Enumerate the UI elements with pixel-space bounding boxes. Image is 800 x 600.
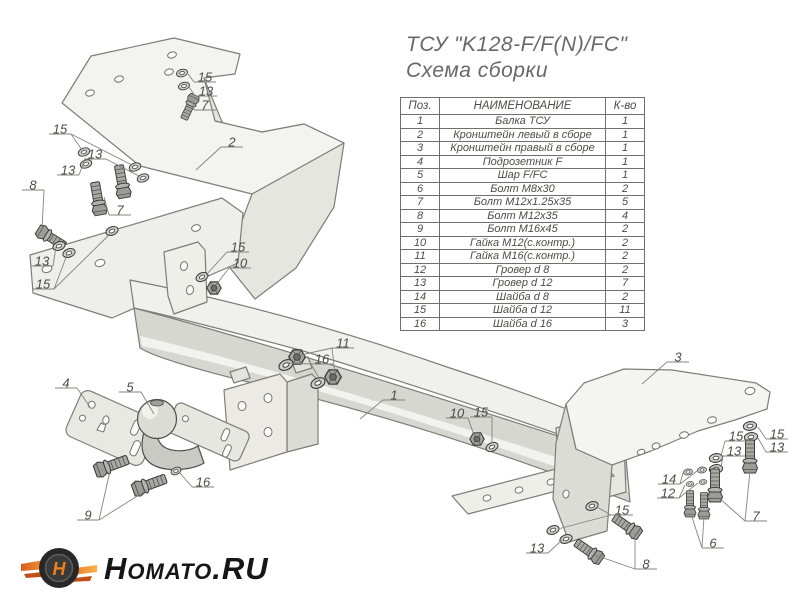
logo: H Homato.RU [20, 544, 269, 594]
bolt-icon [86, 180, 109, 217]
callout-label: 15 [615, 503, 630, 518]
callout-label: 8 [642, 557, 650, 572]
column-header: Поз. [400, 97, 440, 115]
washer-icon [682, 468, 694, 476]
callout-label: 4 [62, 376, 69, 391]
callout-label: 6 [709, 536, 717, 551]
bolt-icon [571, 535, 607, 567]
callout-label: 13 [727, 444, 742, 459]
callout-label: 15 [36, 277, 51, 292]
callout-label: 13 [530, 541, 545, 556]
callout-label: 10 [450, 406, 465, 421]
washer-icon [698, 478, 708, 486]
callout-label: 15 [729, 429, 744, 444]
callout-label: 5 [126, 380, 134, 395]
bracket-right-top [565, 368, 771, 466]
bolt-icon [110, 163, 133, 200]
bolt-icon [683, 490, 697, 518]
callout-label: 13 [61, 163, 76, 178]
washer-icon [685, 480, 695, 488]
callout-label: 15 [770, 427, 785, 442]
callout-label: 7 [201, 98, 209, 113]
callout-label: 15 [474, 405, 489, 420]
bolt-icon [129, 470, 169, 499]
callout-label: 15 [53, 122, 68, 137]
logo-emblem-icon: H [21, 548, 97, 588]
callout-label: 8 [29, 178, 37, 193]
callout-label: 11 [336, 336, 350, 351]
nut-icon [206, 281, 222, 295]
drawing-subtitle: Схема сборки [406, 59, 549, 82]
callout-label: 13 [88, 147, 103, 162]
bolt-icon [742, 439, 758, 474]
bracket-right-holes [636, 386, 756, 456]
beam-highlight [140, 336, 628, 492]
drawing-model-title: ТСУ "K128-F/F(N)/FC" [406, 33, 628, 56]
callout-label: 16 [196, 475, 211, 490]
callout-label: 10 [233, 256, 248, 271]
callout-label: 15 [198, 70, 213, 85]
column-header: К-во [605, 97, 645, 115]
callout-label: 13 [35, 254, 50, 269]
washer-icon [696, 466, 708, 474]
callout-label: 13 [770, 440, 785, 455]
bracket-left-plate [61, 37, 345, 195]
nut-icon [324, 369, 342, 385]
callout-label: 2 [227, 135, 236, 150]
logo-text: Homato.RU [104, 551, 269, 586]
callout-label: 12 [661, 486, 676, 501]
callout-label: 1 [390, 388, 397, 403]
callout-label: 14 [662, 472, 676, 487]
logo-letter: H [53, 559, 67, 579]
callout-label: 16 [315, 352, 330, 367]
washer-icon [135, 171, 151, 185]
page-title: ТСУ "K128-F/F(N)/FC" Схема сборки [406, 32, 628, 84]
callout-label: 15 [231, 240, 246, 255]
bracket-left-arm [29, 197, 244, 319]
nut-icon [469, 432, 485, 446]
bolt-icon [91, 451, 131, 480]
callout-label: 7 [752, 509, 760, 524]
washer-icon [742, 420, 758, 432]
beam-center-bracket-tab [229, 366, 251, 384]
callout-label: 9 [84, 508, 91, 523]
callout-label: 3 [674, 350, 682, 365]
bolt-icon [707, 468, 723, 503]
column-header: НАИМЕНОВАНИЕ [439, 97, 606, 115]
callout-label: 13 [199, 84, 214, 99]
tow-ball [136, 398, 178, 440]
bracket-left-plate-holes [85, 51, 177, 97]
callout-label: 7 [116, 203, 124, 218]
beam-left-end-plate [163, 241, 208, 315]
washer-icon [545, 523, 561, 537]
